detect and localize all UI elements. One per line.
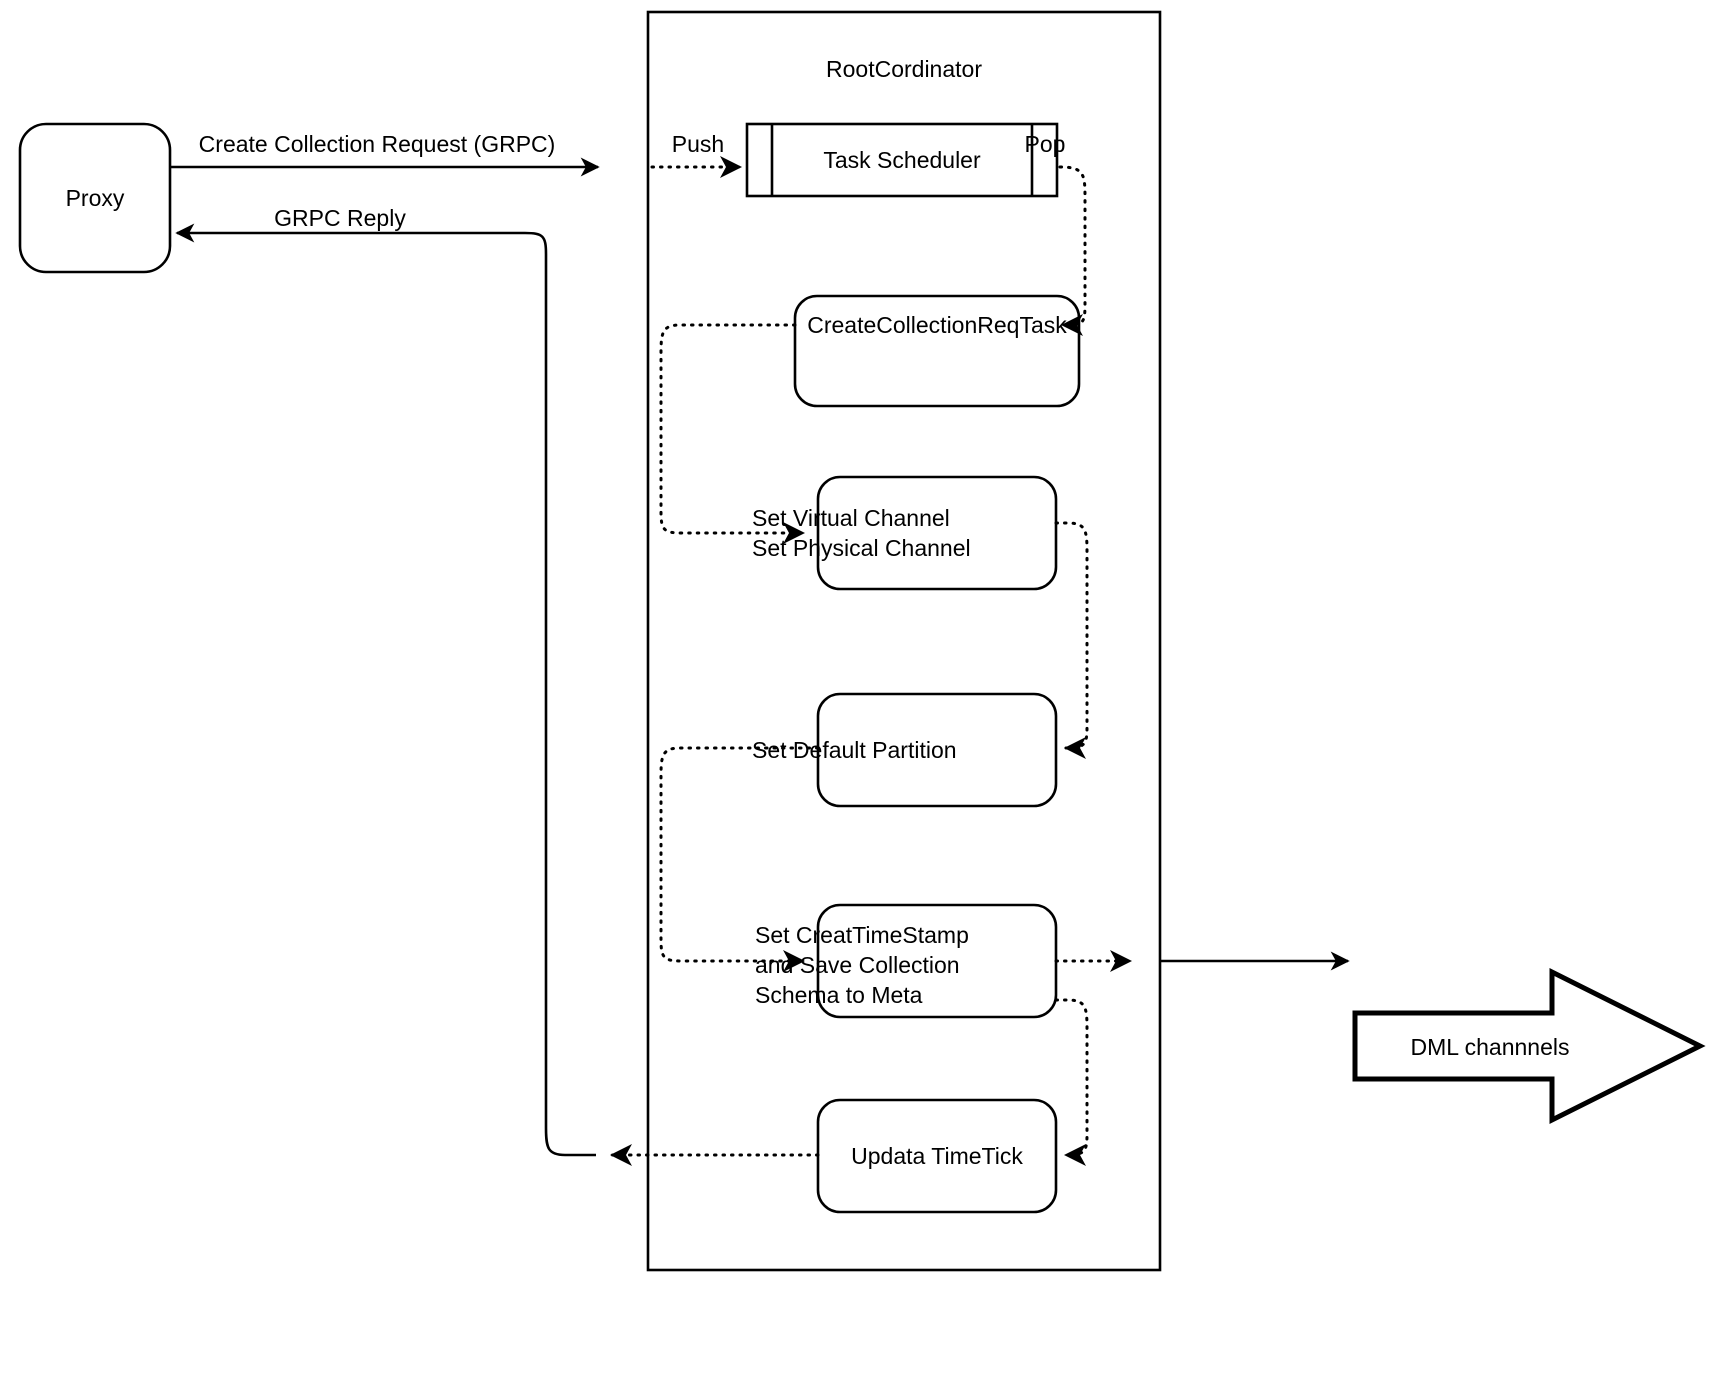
create-collection-req-task-node[interactable] [793,294,1081,408]
proxy-node[interactable] [18,122,172,274]
edge-timestamp-to-timetick [1054,998,1089,1166]
edge-pop [1058,165,1087,336]
edge-label-pop: Pop [1024,131,1066,157]
set-channels-label: Set Virtual Channel Set Physical Channel [752,503,992,563]
rootcordinator-title: RootCordinator [826,56,982,82]
set-channels-label-line-1: Set Virtual Channel [752,505,950,531]
edge-label-push: Push [671,131,725,157]
set-timestamp-label-line-1: Set CreatTimeStamp [755,922,969,948]
set-channels-label-line-2: Set Physical Channel [752,535,971,561]
rootcordinator-container [646,10,1162,1272]
edge-label-grpc-reply: GRPC Reply [274,205,406,231]
edge-task-to-channels [659,323,805,544]
task-scheduler-node[interactable] [745,122,1059,198]
updata-timetick-node[interactable] [816,1098,1058,1214]
edge-grpc-reply [175,223,596,1157]
set-timestamp-label-line-2: and Save Collection [755,952,960,978]
edge-channels-to-partition [1054,521,1089,759]
set-timestamp-label-line-3: Schema to Meta [755,982,923,1008]
set-timestamp-label: Set CreatTimeStamp and Save Collection S… [755,920,1005,1010]
set-default-partition-node[interactable] [816,692,1058,808]
set-channels-node[interactable] [816,475,1058,591]
dml-channels-node[interactable] [1352,967,1706,1125]
edge-partition-to-timestamp [659,746,820,972]
edge-label-create-request: Create Collection Request (GRPC) [198,131,556,157]
